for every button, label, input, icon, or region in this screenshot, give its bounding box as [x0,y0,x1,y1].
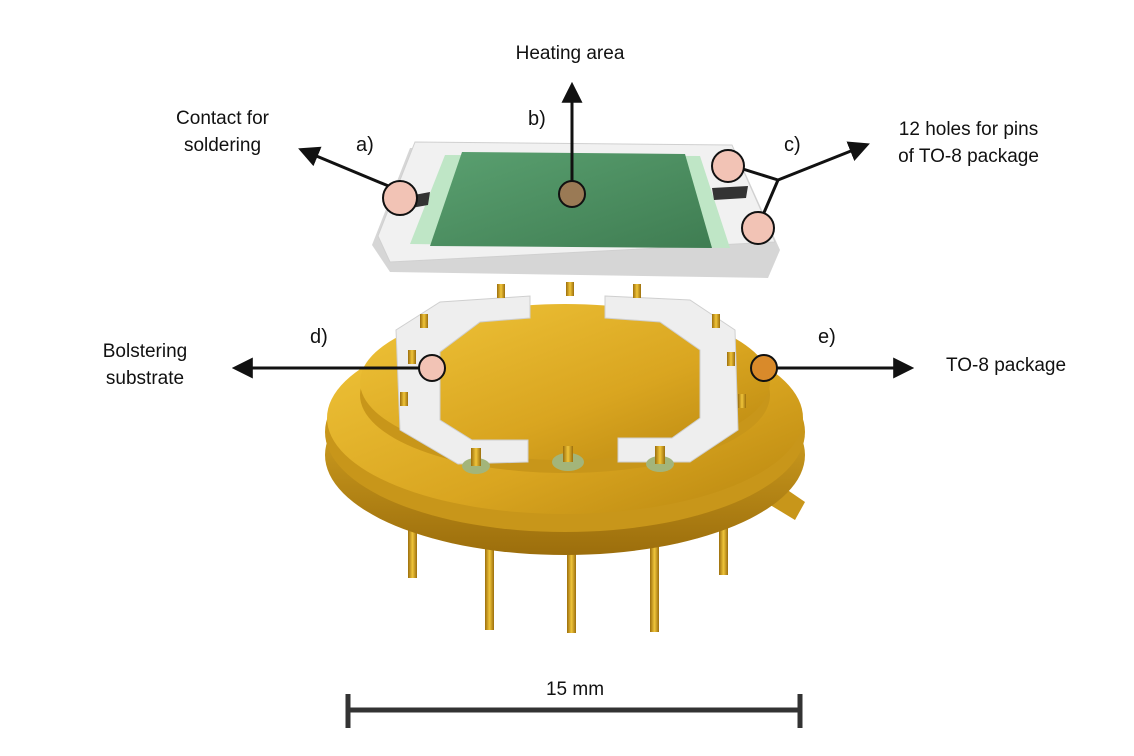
pin-head [471,448,481,466]
tag-b: b) [528,108,546,130]
package-header-top [360,304,770,460]
label-d-line2: substrate [105,368,185,389]
label-contact-for-soldering: Contact for soldering [150,105,295,159]
scale-bar [345,694,803,728]
label-to8-package: TO-8 package [946,355,1067,376]
pin [719,500,728,575]
label-heating-area: Heating area [515,43,625,64]
label-c-line1: 12 holes for pins [898,119,1039,140]
pin [567,528,576,633]
pin-hole-slot [712,186,748,200]
package-pins [408,500,728,633]
label-c-line2: of TO-8 package [898,146,1039,167]
tag-d: d) [310,326,328,348]
pin-head [633,284,641,298]
pin-head [497,284,505,298]
marker-d [418,354,446,382]
pin-head [712,314,720,328]
to8-package [325,282,805,633]
pin-head [566,282,574,296]
marker-b [558,180,586,208]
label-d-line1: Bolstering [102,341,188,362]
callouts [231,81,915,382]
pin-head [738,394,746,408]
tag-e: e) [818,326,836,348]
pin-head [420,314,428,328]
pin [650,520,659,632]
substrate-right [604,295,739,463]
arrow-a [298,146,399,192]
pin-head [408,350,416,364]
label-a-line1: Contact for [176,108,269,129]
marker-c2 [741,211,775,245]
pin-heads [400,282,746,474]
label-bolstering-substrate: Bolstering substrate [80,338,210,392]
pin-head [400,392,408,406]
pin [485,520,494,630]
substrate-left [395,295,531,465]
marker-e [750,354,778,382]
arrow-c [777,141,870,182]
pin-head [563,446,573,462]
bolstering-substrate [395,295,739,465]
tag-c: c) [784,134,801,156]
marker-a [382,180,418,216]
pin-head [655,446,665,464]
pin-head [727,352,735,366]
pin [408,500,417,578]
label-pin-holes: 12 holes for pins of TO-8 package [876,116,1061,170]
marker-c1 [711,149,745,183]
tag-a: a) [356,134,374,156]
label-a-line2: soldering [183,135,262,156]
scale-bar-label: 15 mm [545,679,605,700]
